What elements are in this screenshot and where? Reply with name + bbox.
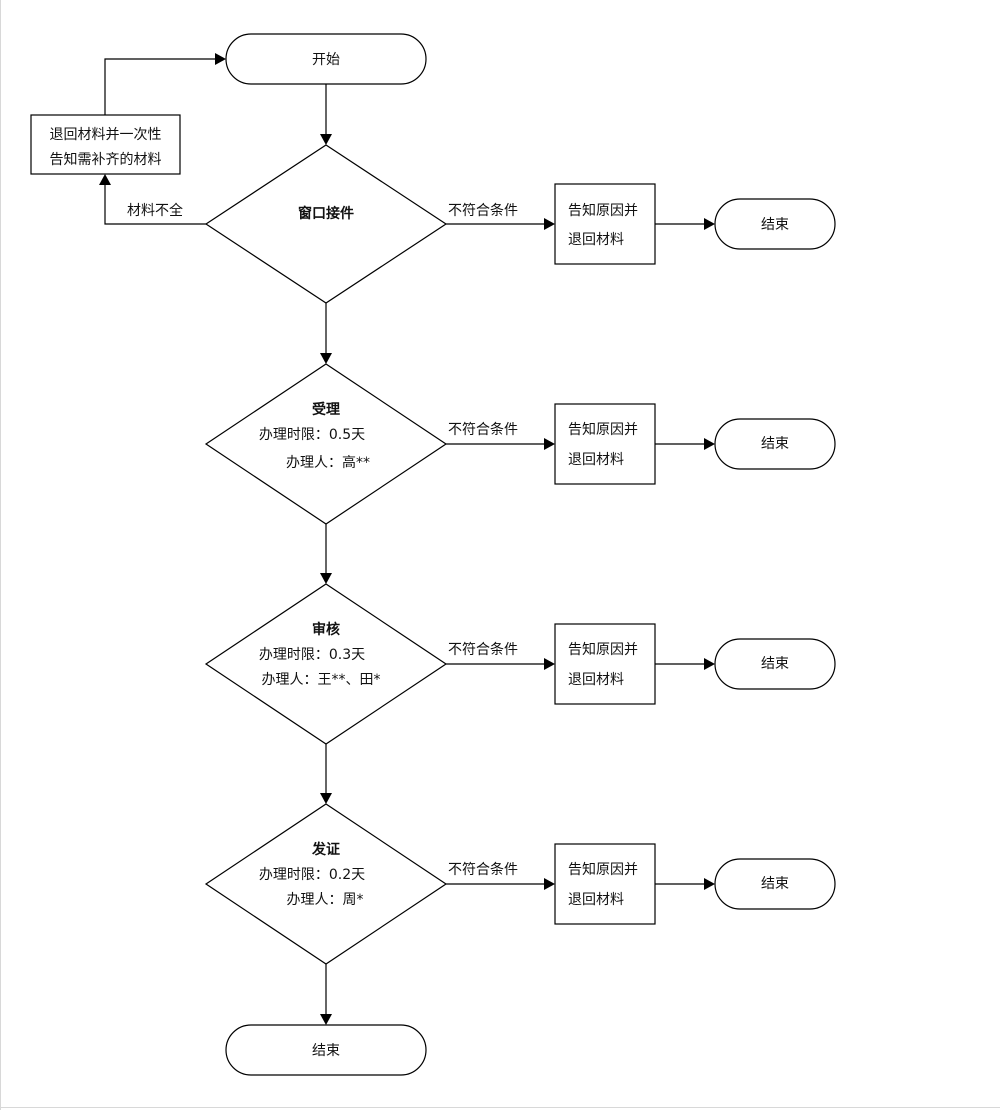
certificate-decision: 发证 办理时限：0.2天 办理人：周* bbox=[204, 803, 448, 965]
accept-reject-end-label: 结束 bbox=[761, 436, 789, 452]
window-reject-end-label: 结束 bbox=[761, 217, 789, 233]
window-intake-title: 窗口接件 bbox=[298, 205, 354, 222]
return-materials-box-shape bbox=[30, 114, 181, 175]
final-end-terminal: 结束 bbox=[225, 1024, 427, 1076]
accept-reject-label: 不符合条件 bbox=[448, 421, 518, 438]
certificate-reject-end-terminal: 结束 bbox=[714, 858, 836, 910]
accept-reject-box-line1: 告知原因并 bbox=[568, 421, 638, 438]
window-reject-box-shape bbox=[554, 183, 656, 265]
review-decision: 审核 办理时限：0.3天 办理人：王**、田* bbox=[204, 583, 448, 745]
arrowhead-review-reject bbox=[544, 658, 555, 670]
accept-reject-end-shape bbox=[714, 418, 836, 470]
certificate-reject-box-shape bbox=[554, 843, 656, 925]
incomplete-materials-label: 材料不全 bbox=[127, 202, 183, 219]
review-reject-end-label: 结束 bbox=[761, 656, 789, 672]
accept-title: 受理 bbox=[312, 401, 340, 418]
arrowhead-window-to-accept bbox=[320, 353, 332, 364]
review-title: 审核 bbox=[312, 621, 340, 638]
accept-diamond bbox=[204, 363, 448, 525]
arrowhead-review-to-certificate bbox=[320, 793, 332, 804]
connector-return-to-start bbox=[104, 58, 215, 115]
accept-reject-box-shape bbox=[554, 403, 656, 485]
start-terminal: 开始 bbox=[225, 33, 427, 85]
certificate-reject-label: 不符合条件 bbox=[448, 861, 518, 878]
accept-reject-box-line2: 退回材料 bbox=[568, 452, 624, 468]
arrowhead-review-reject-to-end bbox=[704, 658, 715, 670]
certificate-handler: 办理人：周* bbox=[287, 892, 364, 908]
arrowhead-accept-to-review bbox=[320, 573, 332, 584]
review-diamond bbox=[204, 583, 448, 745]
accept-reject-end-terminal: 结束 bbox=[714, 418, 836, 470]
review-reject-end-terminal: 结束 bbox=[714, 638, 836, 690]
review-handler: 办理人：王**、田* bbox=[262, 672, 381, 688]
certificate-reject-box-line2: 退回材料 bbox=[568, 892, 624, 908]
accept-handler: 办理人：高** bbox=[286, 454, 370, 471]
return-materials-line1: 退回材料并一次性 bbox=[50, 127, 162, 143]
certificate-reject-box: 告知原因并 退回材料 bbox=[554, 843, 656, 925]
arrowhead-window-reject bbox=[544, 218, 555, 230]
arrowhead-accept-reject-to-end bbox=[704, 438, 715, 450]
arrowhead-certificate-reject bbox=[544, 878, 555, 890]
accept-decision: 受理 办理时限：0.5天 办理人：高** bbox=[204, 363, 448, 525]
review-reject-box: 告知原因并 退回材料 bbox=[554, 623, 656, 705]
window-reject-box: 告知原因并 退回材料 bbox=[554, 183, 656, 265]
connector-incomplete-to-return bbox=[104, 185, 206, 225]
arrowhead-start-to-window bbox=[320, 134, 332, 145]
review-reject-box-line2: 退回材料 bbox=[568, 672, 624, 688]
window-reject-end-shape bbox=[714, 198, 836, 250]
review-time-limit: 办理时限：0.3天 bbox=[259, 647, 365, 663]
window-reject-label: 不符合条件 bbox=[448, 202, 518, 219]
arrowhead-window-reject-to-end bbox=[704, 218, 715, 230]
review-reject-end-shape bbox=[714, 638, 836, 690]
final-end-label: 结束 bbox=[312, 1043, 340, 1059]
certificate-reject-end-label: 结束 bbox=[761, 876, 789, 892]
review-reject-box-line1: 告知原因并 bbox=[568, 641, 638, 658]
review-reject-label: 不符合条件 bbox=[448, 641, 518, 658]
return-materials-box: 退回材料并一次性 告知需补齐的材料 bbox=[30, 114, 181, 175]
arrowhead-incomplete-to-return bbox=[99, 174, 111, 185]
window-intake-decision: 窗口接件 bbox=[204, 144, 448, 304]
window-intake-diamond bbox=[204, 144, 448, 304]
certificate-diamond bbox=[204, 803, 448, 965]
arrowhead-return-to-start bbox=[215, 53, 226, 65]
return-materials-line2: 告知需补齐的材料 bbox=[50, 151, 162, 168]
review-reject-box-shape bbox=[554, 623, 656, 705]
start-label: 开始 bbox=[312, 52, 340, 68]
arrowhead-certificate-reject-to-end bbox=[704, 878, 715, 890]
accept-time-limit: 办理时限：0.5天 bbox=[259, 427, 365, 443]
arrowhead-certificate-to-end bbox=[320, 1014, 332, 1025]
accept-reject-box: 告知原因并 退回材料 bbox=[554, 403, 656, 485]
window-reject-end-terminal: 结束 bbox=[714, 198, 836, 250]
final-end-shape bbox=[225, 1024, 427, 1076]
certificate-reject-box-line1: 告知原因并 bbox=[568, 861, 638, 878]
certificate-title: 发证 bbox=[311, 841, 340, 858]
certificate-time-limit: 办理时限：0.2天 bbox=[259, 867, 365, 883]
window-reject-box-line1: 告知原因并 bbox=[568, 202, 638, 219]
certificate-reject-end-shape bbox=[714, 858, 836, 910]
arrowhead-accept-reject bbox=[544, 438, 555, 450]
window-reject-box-line2: 退回材料 bbox=[568, 232, 624, 248]
